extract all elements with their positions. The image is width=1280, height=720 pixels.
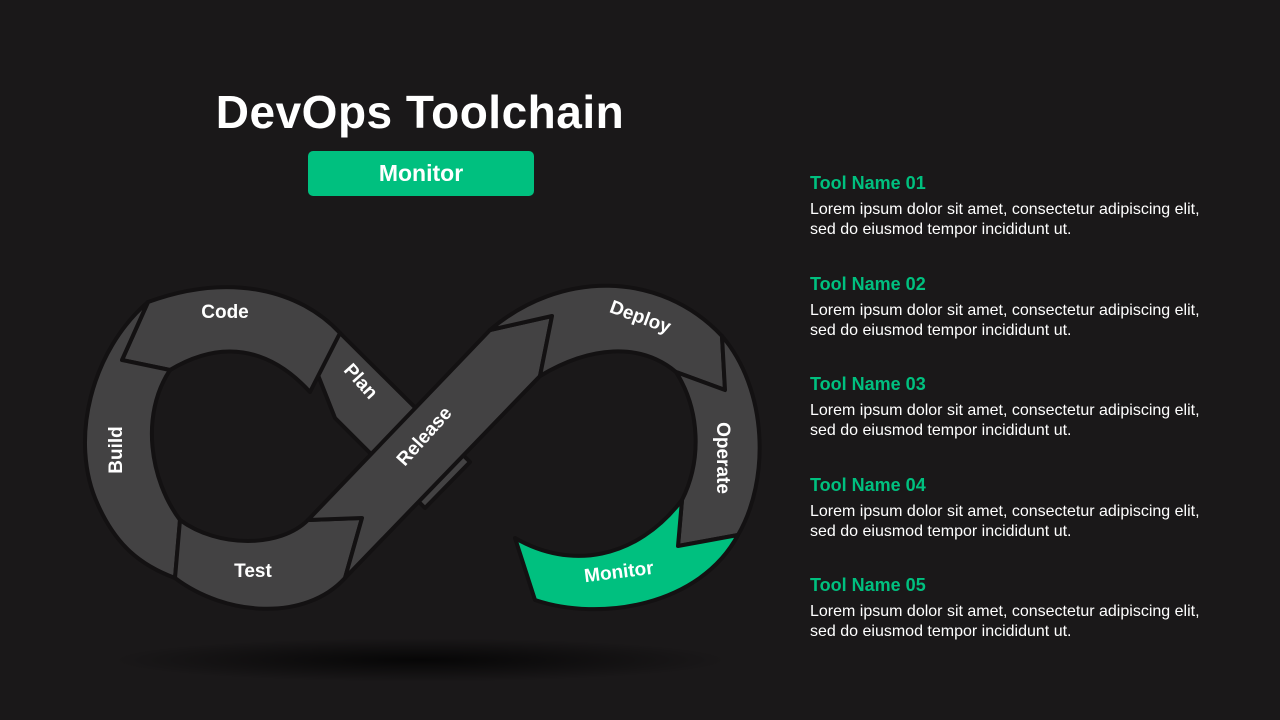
segment-build (83, 300, 182, 580)
diagram-shadow (110, 638, 730, 682)
tool-name: Tool Name 04 (810, 474, 926, 495)
page-title: DevOps Toolchain (215, 86, 625, 138)
devops-infinity-diagram: Plan Code Build Test Release Deploy Oper… (83, 283, 762, 682)
tool-item-05: Tool Name 05 Lorem ipsum dolor sit amet,… (810, 574, 1230, 675)
tool-description: Lorem ipsum dolor sit amet, consectetur … (810, 301, 1200, 339)
segment-monitor (513, 498, 740, 612)
tool-description: Lorem ipsum dolor sit amet, consectetur … (810, 603, 1200, 640)
tool-description: Lorem ipsum dolor sit amet, consectetur … (810, 201, 1200, 238)
tool-name: Tool Name 02 (810, 273, 926, 294)
tool-item-01: Tool Name 01 Lorem ipsum dolor sit amet,… (810, 172, 1230, 273)
stage-label-test: Test (234, 561, 272, 582)
stage-label-code: Code (201, 302, 249, 323)
tool-description: Lorem ipsum dolor sit amet, consectetur … (810, 402, 1200, 439)
stage-label-operate: Operate (712, 422, 733, 494)
active-stage-badge: Monitor (308, 151, 534, 196)
stage-label-build: Build (106, 426, 127, 474)
tool-item-04: Tool Name 04 Lorem ipsum dolor sit amet,… (810, 474, 1230, 575)
tool-item-03: Tool Name 03 Lorem ipsum dolor sit amet,… (810, 373, 1230, 474)
tool-name: Tool Name 05 (810, 575, 926, 595)
tool-name: Tool Name 03 (810, 374, 926, 394)
tool-list: Tool Name 01 Lorem ipsum dolor sit amet,… (810, 172, 1230, 675)
tool-item-02: Tool Name 02 Lorem ipsum dolor sit amet,… (810, 273, 1230, 374)
tool-description: Lorem ipsum dolor sit amet, consectetur … (810, 502, 1200, 540)
tool-name: Tool Name 01 (810, 173, 926, 193)
